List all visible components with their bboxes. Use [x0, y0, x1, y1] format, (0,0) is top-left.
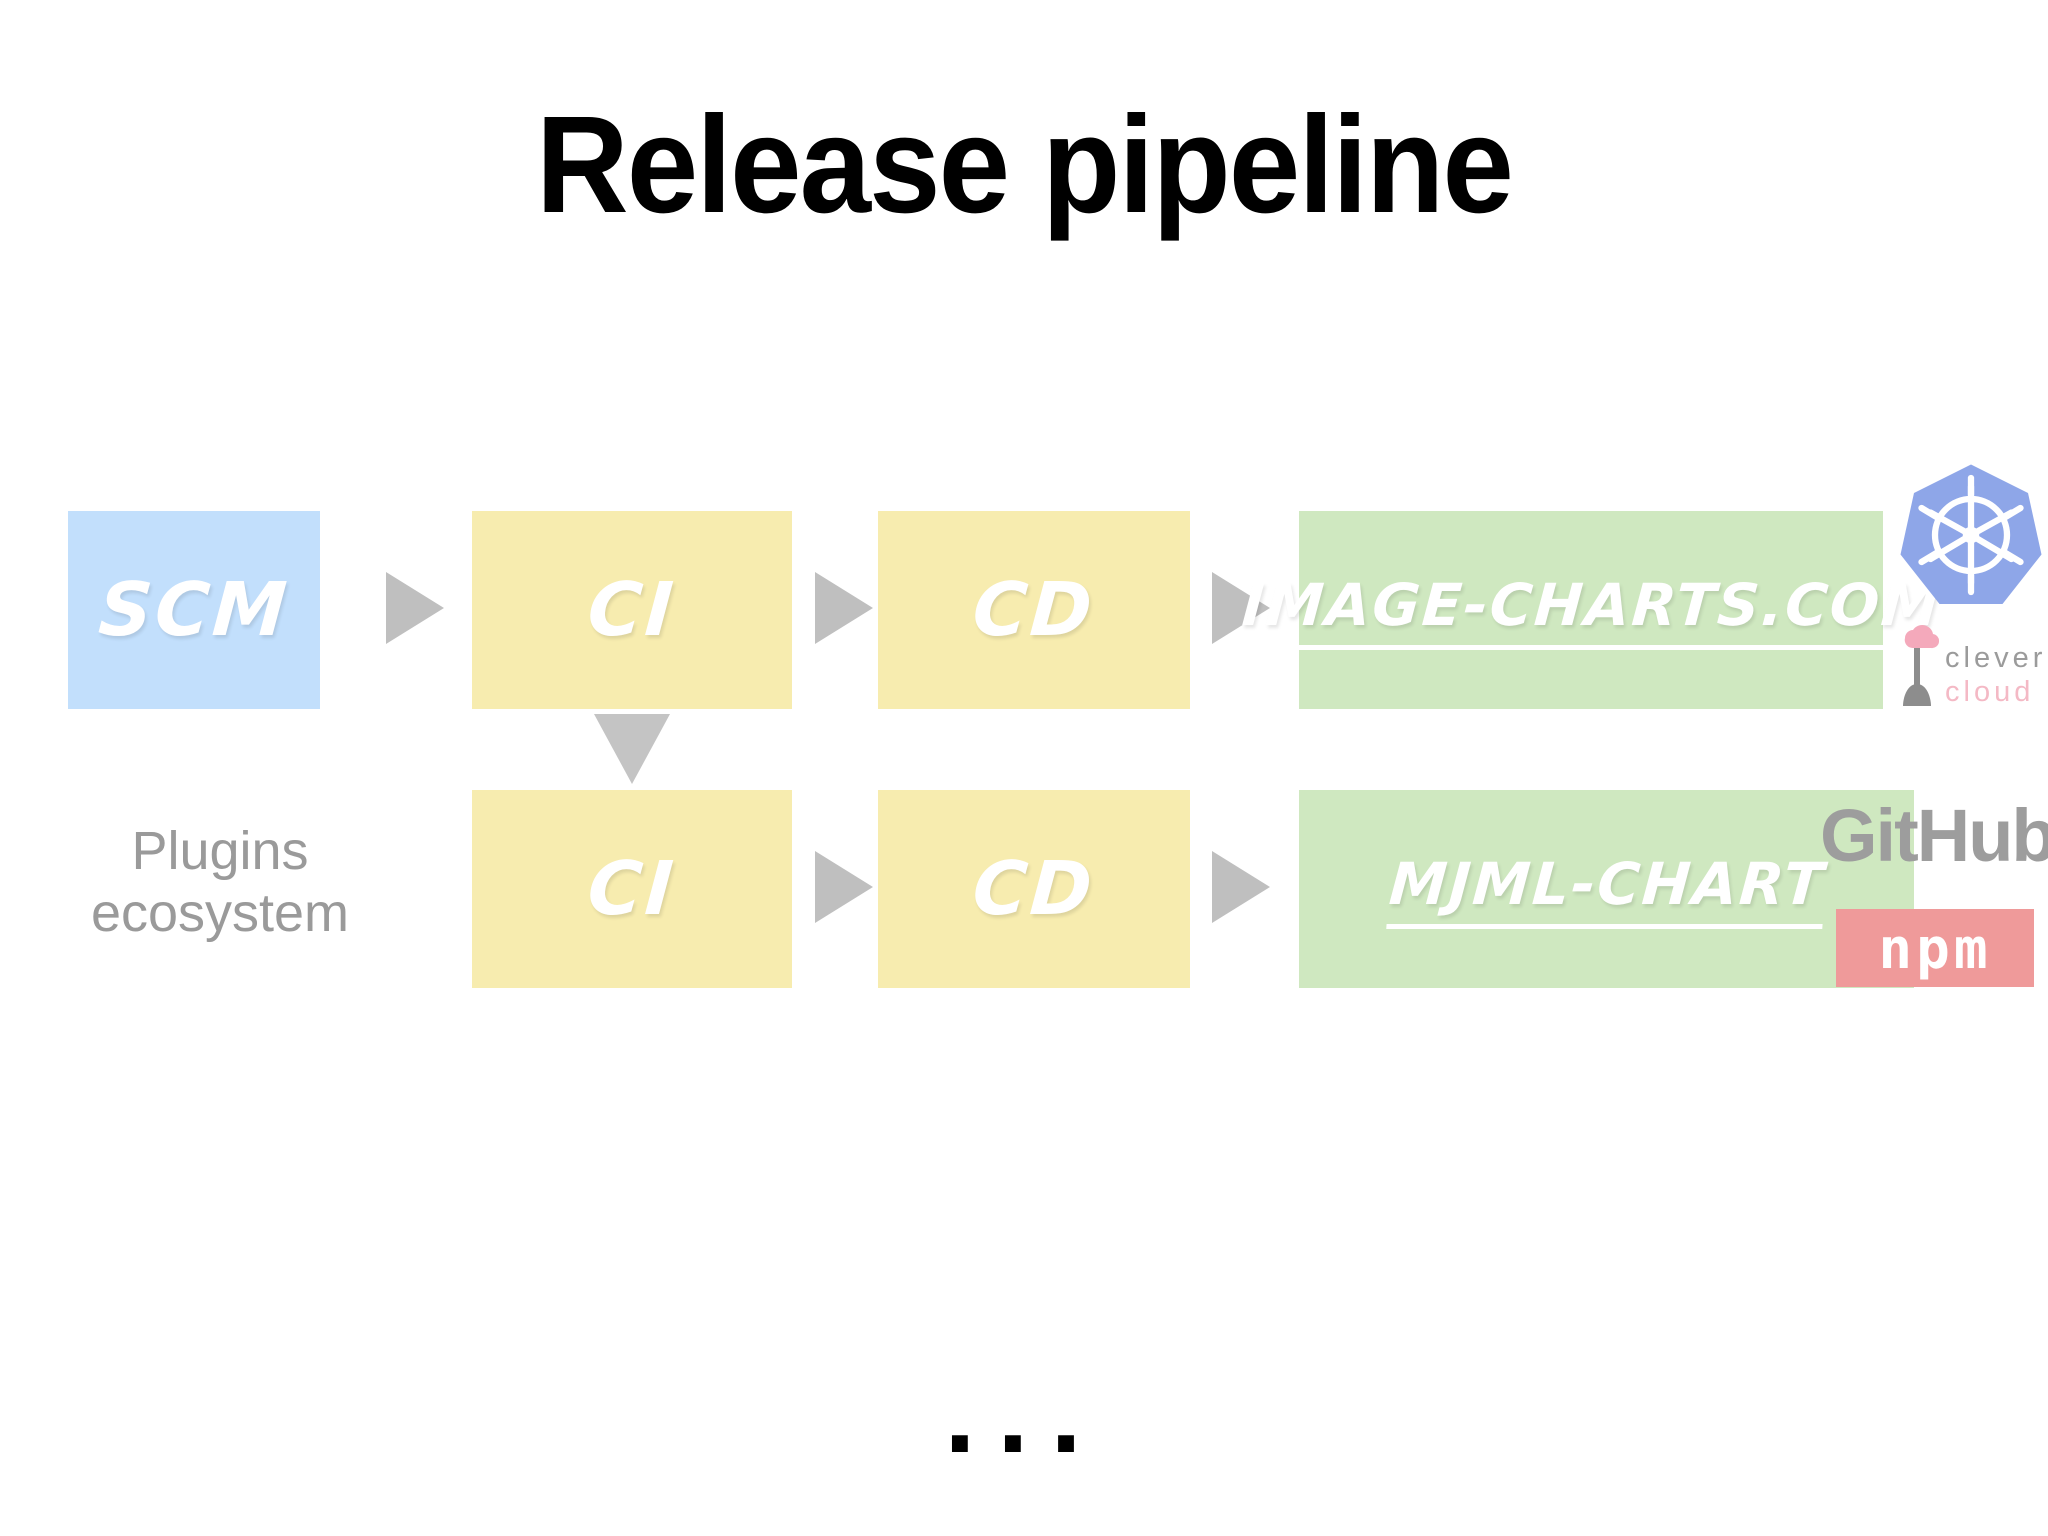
clever-cloud-word-bottom: cloud	[1945, 676, 2035, 708]
stage-label-mjml-chart: MJML-CHART	[1385, 849, 1828, 929]
arrow-right-icon-ci-to-cd	[815, 572, 873, 644]
plugins-ecosystem-caption: Plugins ecosystem	[60, 820, 380, 944]
caption-line-1: Plugins	[131, 821, 309, 881]
page-title: Release pipeline	[535, 88, 1514, 242]
stage-box-cd-primary[interactable]: CD	[878, 511, 1190, 709]
continuation-ellipsis: ...	[944, 1351, 1104, 1476]
stage-box-mjml-chart[interactable]: MJML-CHART	[1299, 790, 1914, 988]
stage-label-ci-primary: CI	[585, 567, 679, 653]
npm-logo-label: npm	[1878, 916, 1992, 982]
stage-box-cd-plugin[interactable]: CD	[878, 790, 1190, 988]
arrow-right-icon-cd-to-product	[1212, 572, 1270, 644]
stage-label-image-charts: IMAGE-CHARTS.COM	[1238, 570, 1944, 650]
github-logo: GitHub	[1820, 794, 2048, 877]
clever-cloud-word-top: clever	[1945, 642, 2047, 674]
stage-box-ci-primary[interactable]: CI	[472, 511, 792, 709]
arrow-right-icon-scm-to-ci	[386, 572, 444, 644]
stage-label-cd-primary: CD	[970, 567, 1098, 653]
kubernetes-logo	[1896, 460, 2046, 610]
clever-cloud-logo: clever cloud	[1895, 614, 2048, 724]
stage-box-ci-plugin[interactable]: CI	[472, 790, 792, 988]
arrow-right-icon-ci-plugin-to-cd-plugin	[815, 851, 873, 923]
stage-box-image-charts[interactable]: IMAGE-CHARTS.COM	[1238, 511, 1944, 709]
arrow-right-icon-cd-plugin-to-product	[1212, 851, 1270, 923]
stage-label-ci-plugin: CI	[585, 846, 679, 932]
npm-logo: npm	[1836, 909, 2034, 987]
caption-line-2: ecosystem	[90, 883, 350, 944]
stage-box-scm[interactable]: SCM	[68, 511, 320, 709]
stage-label-scm: SCM	[95, 567, 293, 653]
stage-label-cd-plugin: CD	[970, 846, 1098, 932]
arrow-down-icon-ci-branch	[594, 714, 670, 784]
